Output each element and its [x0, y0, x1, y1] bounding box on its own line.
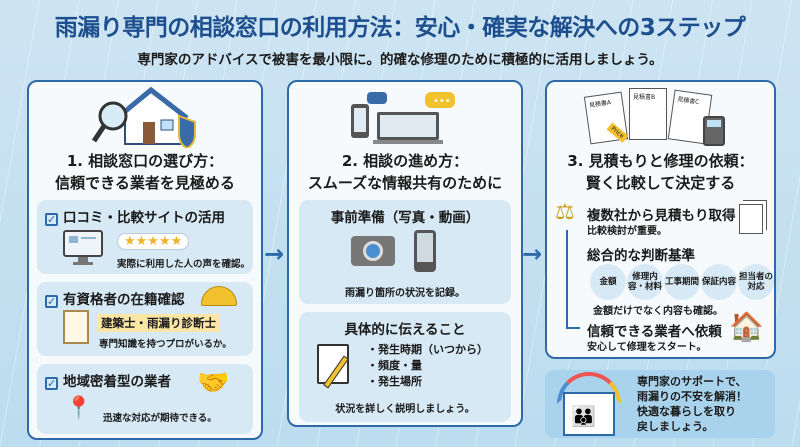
qualification-box: ✓有資格者の在籍確認 建築士・雨漏り診断士 専門知識を持つプロがいるか。: [37, 282, 253, 356]
step2-title-line1: 2. 相談の進め方：: [341, 152, 469, 170]
step2-title: 2. 相談の進め方： スムーズな情報共有のために: [289, 150, 521, 194]
details-bullet: ・頻度・量: [367, 359, 422, 372]
step1-title-line1: 1. 相談窓口の選び方：: [66, 152, 224, 170]
criteria-heading: 総合的な判断基準: [587, 248, 695, 264]
review-site-note: 実際に利用した人の声を確認。: [117, 259, 251, 270]
page-subtitle: 専門家のアドバイスで被害を最小限に。的確な修理のために積極的に活用しましょう。: [137, 52, 663, 68]
quote-documents-icon: 見積書A 見積書B 見積書C Price: [583, 88, 737, 146]
closing-line: 専門家のサポートで、: [637, 375, 747, 388]
closing-line: 快適な暮らしを取り: [637, 405, 736, 418]
criteria-item: 工事期間: [664, 264, 700, 300]
certificate-icon: [63, 310, 89, 344]
review-site-heading: ✓口コミ・比較サイトの活用: [45, 210, 225, 226]
details-bullet-list: ・発生時期（いつから） ・頻度・量 ・発生場所: [367, 342, 488, 390]
notepad-pencil-icon: [317, 344, 349, 389]
step3-title-line1: 3. 見積もりと修理の依頼：: [567, 152, 754, 170]
house-handshake-icon: 🏠: [729, 310, 764, 343]
details-bullet: ・発生場所: [367, 375, 422, 388]
criteria-item: 修理内容・材料: [627, 264, 663, 300]
details-note: 状況を詳しく説明しましょう。: [335, 404, 475, 415]
review-site-box: ✓口コミ・比較サイトの活用 ★★★★★ 実際に利用した人の声を確認。: [37, 200, 253, 274]
arrow-right-icon: →: [522, 240, 543, 268]
local-business-heading: ✓地域密着型の業者: [45, 374, 171, 390]
criteria-item: 金額: [590, 264, 626, 300]
arrow-right-icon: →: [264, 240, 285, 268]
timeline-line: [566, 230, 568, 328]
rating-stars: ★★★★★: [117, 233, 190, 250]
qualification-note: 専門知識を持つプロがいるか。: [99, 339, 232, 350]
document-stack-icon: [739, 204, 763, 234]
local-business-note: 迅速な対応が期待できる。: [103, 413, 217, 424]
timeline-line-end: [566, 327, 580, 329]
preparation-box: 事前準備（写真・動画） 雨漏り箇所の状況を記録。: [299, 200, 511, 304]
family-house-rainbow-icon: 👪: [553, 372, 625, 436]
preparation-heading: 事前準備（写真・動画）: [330, 210, 480, 226]
checkbox-icon: ✓: [45, 295, 58, 308]
qualification-heading: ✓有資格者の在籍確認: [45, 292, 185, 308]
details-heading: 具体的に伝えること: [344, 322, 466, 338]
step3-card: 見積書A 見積書B 見積書C Price 3. 見積もりと修理の依頼： 賢く比較し…: [545, 80, 776, 359]
handshake-icon: 🤝: [197, 368, 230, 398]
camera-icon: [351, 236, 395, 266]
criteria-note: 金額だけでなく内容も確認。: [593, 306, 723, 317]
step1-card: 1. 相談窓口の選び方： 信頼できる業者を見極める ✓口コミ・比較サイトの活用 ★…: [27, 80, 263, 440]
calculator-icon: [703, 116, 725, 146]
scales-icon: ⚖: [555, 200, 575, 225]
step2-title-line2: スムーズな情報共有のために: [307, 174, 503, 192]
request-heading: 信頼できる業者へ依頼: [587, 324, 722, 340]
devices-chat-icon: •••: [351, 92, 455, 144]
checkbox-icon: ✓: [45, 377, 58, 390]
details-box: 具体的に伝えること ・発生時期（いつから） ・頻度・量 ・発生場所 状況を詳しく…: [299, 312, 511, 422]
quote-doc-b: 見積書B: [629, 88, 667, 140]
closing-box: 👪 専門家のサポートで、 雨漏りの不安を解消！ 快適な暮らしを取り 戻しましょう…: [545, 370, 775, 438]
step3-title: 3. 見積もりと修理の依頼： 賢く比較して決定する: [547, 150, 774, 194]
house-magnifier-shield-icon: [91, 86, 196, 148]
closing-line: 雨漏りの不安を解消！: [637, 390, 747, 403]
step2-card: ••• 2. 相談の進め方： スムーズな情報共有のために 事前準備（写真・動画） …: [287, 80, 523, 427]
monitor-icon: [63, 230, 103, 265]
hard-hat-icon: [201, 286, 237, 306]
step3-title-line2: 賢く比較して決定する: [585, 174, 736, 192]
checkbox-icon: ✓: [45, 213, 58, 226]
multi-quote-note: 比較検討が重要。: [587, 226, 667, 237]
page-title: 雨漏り専門の相談窓口の利用方法：安心・確実な解決への3ステップ: [54, 15, 746, 41]
criteria-item: 保証内容: [701, 264, 737, 300]
criteria-item: 担当者の対応: [738, 264, 774, 300]
map-pin-icon: 📍: [65, 396, 93, 421]
step1-title: 1. 相談窓口の選び方： 信頼できる業者を見極める: [29, 150, 261, 194]
details-bullet: ・発生時期（いつから）: [367, 343, 488, 356]
smartphone-icon: [414, 230, 436, 272]
qualification-badge: 建築士・雨漏り診断士: [97, 314, 220, 332]
closing-line: 戻しましょう。: [637, 420, 714, 433]
multi-quote-heading: 複数社から見積もり取得: [587, 208, 736, 224]
request-note: 安心して修理をスタート。: [587, 342, 707, 353]
preparation-note: 雨漏り箇所の状況を記録。: [345, 288, 465, 299]
step1-title-line2: 信頼できる業者を見極める: [55, 174, 235, 192]
svg-text:•••: •••: [433, 96, 451, 107]
local-business-box: ✓地域密着型の業者 🤝 📍 迅速な対応が期待できる。: [37, 364, 253, 434]
closing-message: 専門家のサポートで、 雨漏りの不安を解消！ 快適な暮らしを取り 戻しましょう。: [637, 374, 747, 434]
